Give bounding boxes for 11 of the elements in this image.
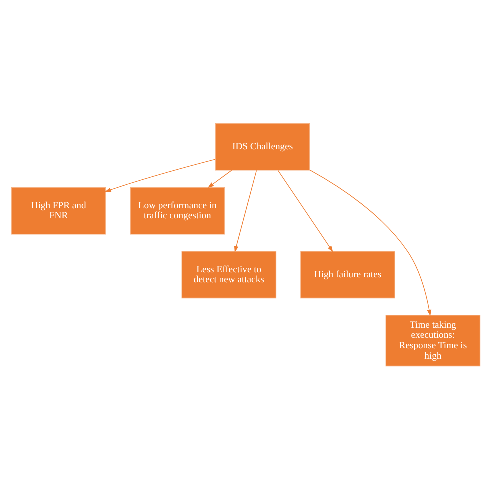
node-box: High FPR and FNR xyxy=(10,186,106,234)
node-box: High failure rates xyxy=(300,250,395,298)
arrow xyxy=(309,169,432,316)
arrow xyxy=(277,170,333,252)
arrow xyxy=(234,170,257,252)
node-box: Low performance in traffic congestion xyxy=(130,186,225,234)
node-box: Less Effective to detect new attacks xyxy=(181,250,276,298)
node-box: IDS Challenges xyxy=(214,122,310,170)
arrow xyxy=(104,158,216,192)
node-box: Time taking executions: Response Time is high xyxy=(385,314,480,366)
arrow xyxy=(207,170,232,188)
